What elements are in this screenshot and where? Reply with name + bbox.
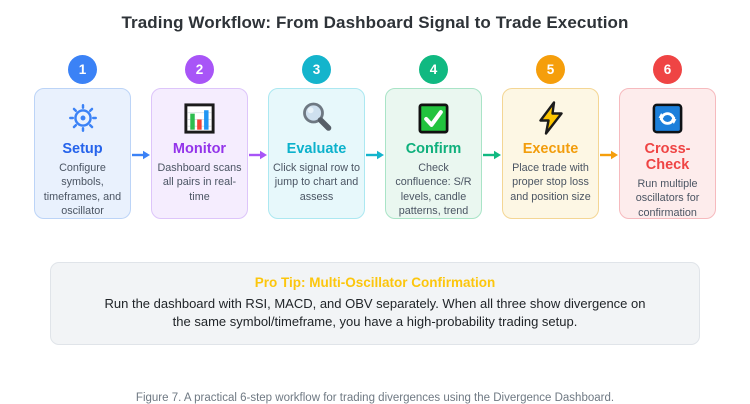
step-card: Evaluate Click signal row to jump to cha… xyxy=(268,88,365,219)
bar-chart-icon xyxy=(156,98,243,138)
flow-arrow-icon xyxy=(482,149,502,161)
step-title: Monitor xyxy=(172,141,227,157)
step-confirm: 4 Confirm Check confluence: S/R levels, … xyxy=(385,55,482,219)
step-title: Confirm xyxy=(405,141,462,157)
gear-icon xyxy=(39,98,126,138)
flow-arrow-icon xyxy=(248,149,268,161)
step-description: Run multiple oscillators for confirmatio… xyxy=(635,178,700,219)
page-title: Trading Workflow: From Dashboard Signal … xyxy=(121,13,629,32)
step-card: Execute Place trade with proper stop los… xyxy=(502,88,599,219)
step-description: Click signal row to jump to chart and as… xyxy=(273,162,361,203)
step-card: Cross-Check Run multiple oscillators for… xyxy=(619,88,716,219)
step-monitor: 2 Monitor Dashboard scans all pairs in r… xyxy=(151,55,248,219)
flow-arrow-icon xyxy=(131,149,151,161)
step-number-badge: 1 xyxy=(68,55,97,84)
step-number-badge: 4 xyxy=(419,55,448,84)
refresh-icon xyxy=(624,98,711,138)
pro-tip-body: Run the dashboard with RSI, MACD, and OB… xyxy=(104,296,646,329)
step-number-badge: 5 xyxy=(536,55,565,84)
step-number-badge: 2 xyxy=(185,55,214,84)
step-cross-check: 6 Cross-Check Run multiple oscillators f… xyxy=(619,55,716,219)
step-title: Cross-Check xyxy=(644,141,691,173)
workflow-steps-row: 1 Setup Configure symbols, timeframes, a… xyxy=(0,55,750,219)
step-description: Configure symbols, timeframes, and oscil… xyxy=(43,162,122,218)
step-setup: 1 Setup Configure symbols, timeframes, a… xyxy=(34,55,131,219)
step-description: Check confluence: S/R levels, candle pat… xyxy=(395,162,472,218)
pro-tip-title: Pro Tip: Multi-Oscillator Confirmation xyxy=(254,275,496,290)
magnifier-icon xyxy=(273,98,360,138)
step-number-badge: 6 xyxy=(653,55,682,84)
figure-caption: Figure 7. A practical 6-step workflow fo… xyxy=(135,391,615,404)
flow-arrow-icon xyxy=(365,149,385,161)
checkmark-icon xyxy=(390,98,477,138)
pro-tip-box: Pro Tip: Multi-Oscillator Confirmation R… xyxy=(50,262,700,345)
step-card: Monitor Dashboard scans all pairs in rea… xyxy=(151,88,248,219)
lightning-icon xyxy=(507,98,594,138)
flow-arrow-icon xyxy=(599,149,619,161)
step-card: Setup Configure symbols, timeframes, and… xyxy=(34,88,131,219)
step-evaluate: 3 Evaluate Click signal row to jump to c… xyxy=(268,55,365,219)
step-title: Setup xyxy=(62,141,103,157)
step-number-badge: 3 xyxy=(302,55,331,84)
step-card: Confirm Check confluence: S/R levels, ca… xyxy=(385,88,482,219)
step-title: Evaluate xyxy=(286,141,347,157)
step-description: Place trade with proper stop loss and po… xyxy=(510,162,591,203)
step-title: Execute xyxy=(522,141,579,157)
step-description: Dashboard scans all pairs in real-time xyxy=(157,162,242,203)
step-execute: 5 Execute Place trade with proper stop l… xyxy=(502,55,599,219)
